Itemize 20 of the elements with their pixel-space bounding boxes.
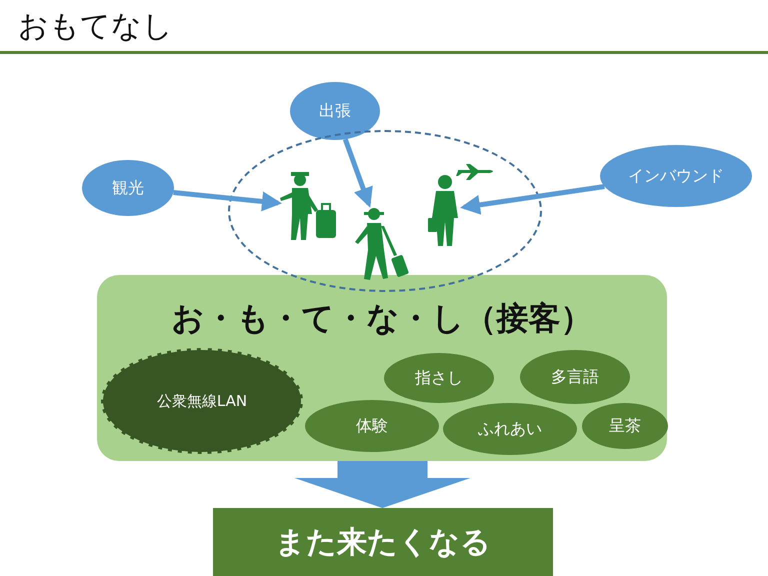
- node-label: 体験: [356, 416, 388, 436]
- arrow: [342, 138, 373, 208]
- arrow: [173, 190, 282, 212]
- node-label: また来たくなる: [275, 524, 491, 562]
- page-title: おもてなし: [18, 8, 173, 46]
- arrow: [460, 184, 605, 215]
- panel-heading: お・も・て・な・し（接客）: [172, 298, 592, 339]
- node-label: 多言語: [551, 366, 599, 388]
- person-icon: [278, 170, 338, 242]
- result-box: [213, 508, 553, 576]
- node-label: 公衆無線LAN: [156, 392, 248, 410]
- node-label: ふれあい: [478, 418, 542, 440]
- node-label: 指さし: [415, 368, 463, 388]
- block-arrow: [294, 461, 470, 508]
- service-ellipse: [582, 403, 668, 449]
- node-label: 呈茶: [609, 416, 641, 436]
- node-label: 出張: [319, 100, 351, 122]
- node-label: インバウンド: [628, 166, 724, 186]
- node-label: 観光: [112, 178, 144, 198]
- service-panel: [97, 275, 667, 461]
